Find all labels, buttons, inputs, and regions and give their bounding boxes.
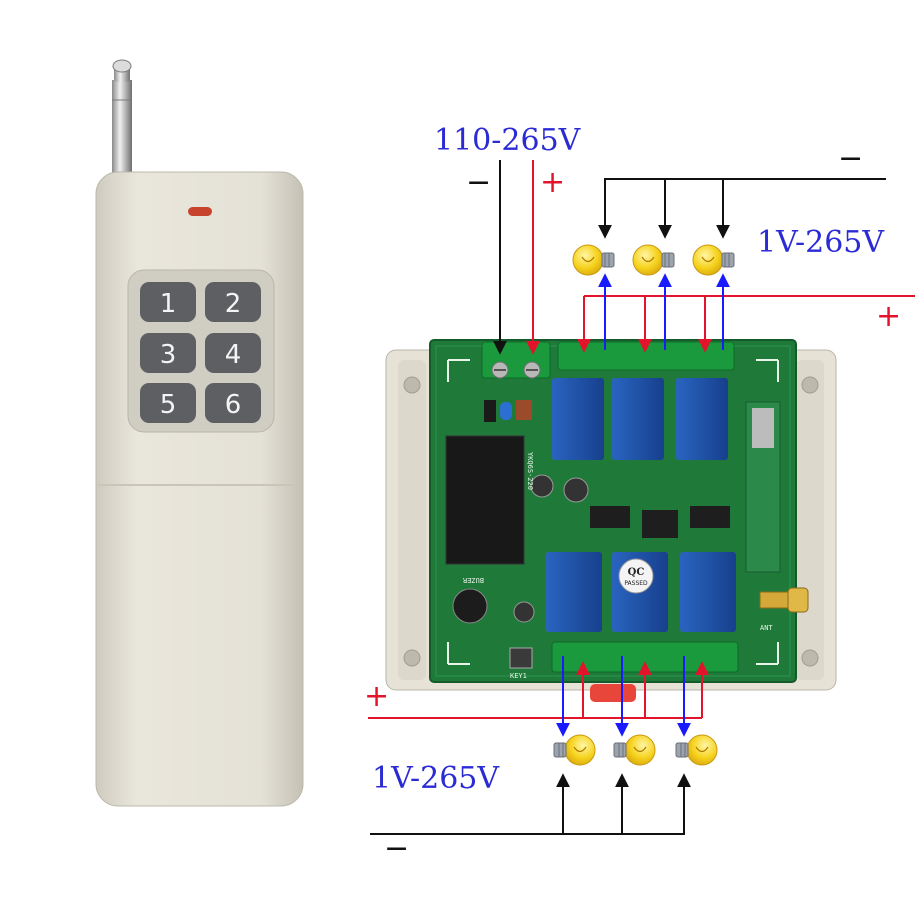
top-load-plus-sign: + <box>876 299 901 334</box>
part-label: YKQ6S-220 <box>526 452 534 490</box>
top-minus-bus <box>598 178 886 239</box>
top-bulb-2 <box>632 244 675 276</box>
bottom-load-voltage-label: 1V-265V <box>372 761 500 796</box>
key-5-label: 5 <box>160 390 177 420</box>
key-2-label: 2 <box>225 289 242 319</box>
top-load-voltage-label: 1V-265V <box>757 225 885 260</box>
key-3-label: 3 <box>160 340 177 370</box>
relay-top-1 <box>552 378 604 460</box>
key-6[interactable]: 6 <box>205 383 261 423</box>
supply-minus-sign: − <box>466 165 491 200</box>
ic-chip-1 <box>590 506 630 528</box>
bottom-bulb-3 <box>675 734 718 766</box>
relay-bottom-1 <box>546 552 602 632</box>
supply-voltage-label: 110-265V <box>434 123 582 158</box>
key-1[interactable]: 1 <box>140 282 196 322</box>
relay-top-3 <box>676 378 728 460</box>
qc-sticker: QC PASSED <box>618 558 654 594</box>
key-4[interactable]: 4 <box>205 333 261 373</box>
indicator-led <box>188 207 212 216</box>
relay-top-2 <box>612 378 664 460</box>
key-4-label: 4 <box>225 340 242 370</box>
top-load-minus-sign: − <box>838 141 863 176</box>
wiring <box>368 160 915 835</box>
key1-button[interactable] <box>509 647 533 669</box>
bottom-bulb-2 <box>613 734 656 766</box>
key-3[interactable]: 3 <box>140 333 196 373</box>
key-5[interactable]: 5 <box>140 383 196 423</box>
remote-control: 1 2 3 4 5 6 <box>95 59 304 807</box>
pcb: QC PASSED ANT KEY1 BUZER YKQ6S-220 <box>429 339 809 683</box>
red-button[interactable] <box>590 684 636 702</box>
antenna-connector <box>759 587 809 613</box>
key-2[interactable]: 2 <box>205 282 261 322</box>
buzzer-label: BUZER <box>462 576 484 584</box>
key-1-label: 1 <box>160 289 177 319</box>
power-module <box>445 435 525 565</box>
power-terminal-block <box>481 341 551 379</box>
antenna <box>112 59 132 180</box>
key-6-label: 6 <box>225 390 242 420</box>
capacitor-1 <box>530 474 554 498</box>
top-bulb-1 <box>572 244 615 276</box>
key1-label: KEY1 <box>510 672 527 680</box>
qc-sticker-line2: PASSED <box>624 580 648 587</box>
bottom-bulb-1 <box>553 734 596 766</box>
ant-label: ANT <box>760 624 773 632</box>
capacitor-2 <box>563 477 589 503</box>
top-bulb-3 <box>692 244 735 276</box>
bottom-load-minus-sign: − <box>384 831 409 866</box>
ic-chip-3 <box>690 506 730 528</box>
remote-body <box>95 171 304 807</box>
supply-plus-sign: + <box>540 165 565 200</box>
qc-sticker-line1: QC <box>628 567 645 578</box>
bottom-load-plus-sign: + <box>364 679 389 714</box>
relay-bottom-3 <box>680 552 736 632</box>
capacitor-3 <box>513 601 535 623</box>
bottom-minus-bus <box>370 773 691 835</box>
buzzer <box>452 588 488 624</box>
ic-chip-2 <box>642 510 678 538</box>
